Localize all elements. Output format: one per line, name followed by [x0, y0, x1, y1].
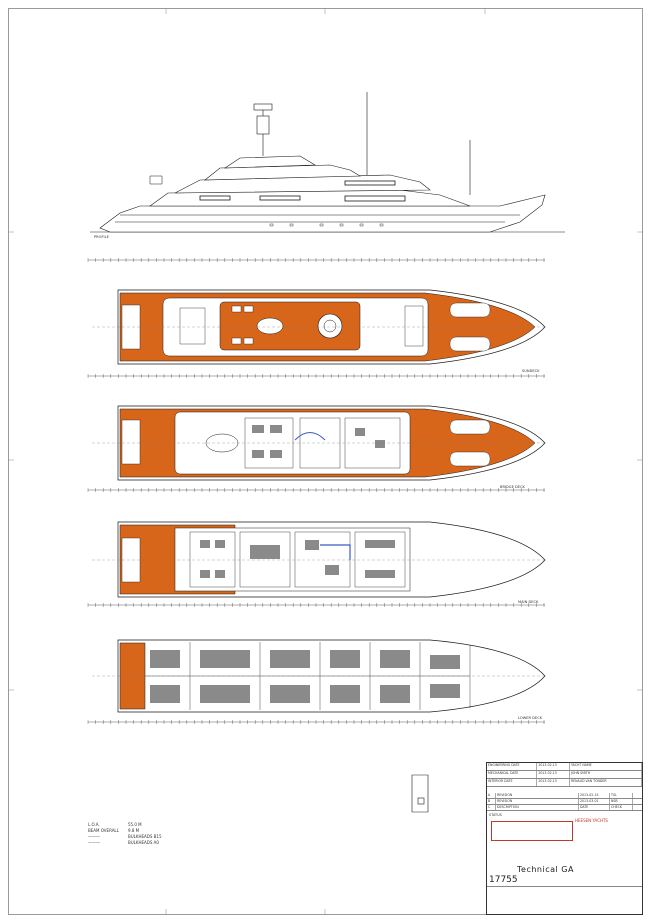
- beam-value: 9.8 M: [128, 828, 140, 833]
- main-deck-plan: [92, 521, 546, 598]
- drawing-title: Technical GA: [517, 865, 574, 874]
- project-number: 17755: [489, 875, 518, 885]
- bulkhead-label-2: BULKHEADS A0: [128, 840, 159, 845]
- title-row-2: MECHANICAL DATE 2013-02-15 JOHN SMITH: [487, 771, 642, 779]
- profile-view: [90, 92, 565, 233]
- loa-value: 55.0 M: [128, 822, 142, 827]
- status-label: STATUS: [489, 813, 502, 817]
- profile-label: PROFILE: [94, 235, 110, 239]
- main-deck-label: MAIN DECK: [518, 600, 539, 604]
- brand-name: HEESEN YACHTS: [575, 818, 608, 823]
- bridge-deck-label: BRIDGE DECK: [500, 485, 526, 489]
- section-marker: [411, 774, 429, 813]
- sundeck-plan: [92, 289, 546, 365]
- title-row-3: INTERIOR DATE 2013-02-15 RENAUD VAN TOND…: [487, 779, 642, 787]
- beam-label: BEAM OVERALL: [88, 828, 119, 833]
- lower-deck-label: LOWER DECK: [518, 716, 543, 720]
- bulkhead-label-1: BULKHEADS B15: [128, 834, 162, 839]
- loa-label: L.O.A.: [88, 822, 100, 827]
- revision-row-c: C DESCRIPTION DATE CHECK: [487, 805, 642, 811]
- ruler-ticks: [87, 258, 545, 724]
- revision-row-b: B REVISION 2013-03-01 NSB: [487, 799, 642, 805]
- title-block: ENGINEERING DATE 2013-02-15 YACHT NAME M…: [486, 762, 643, 915]
- title-row-1: ENGINEERING DATE 2013-02-15 YACHT NAME: [487, 763, 642, 771]
- drawing-frame: [8, 8, 643, 915]
- lower-deck-plan: [92, 639, 546, 713]
- status-box: [491, 821, 573, 841]
- bridge-deck-plan: [92, 405, 546, 481]
- revision-row-a: A REVISION 2013-02-15 TSL: [487, 793, 642, 799]
- sundeck-label: SUNDECK: [522, 369, 540, 373]
